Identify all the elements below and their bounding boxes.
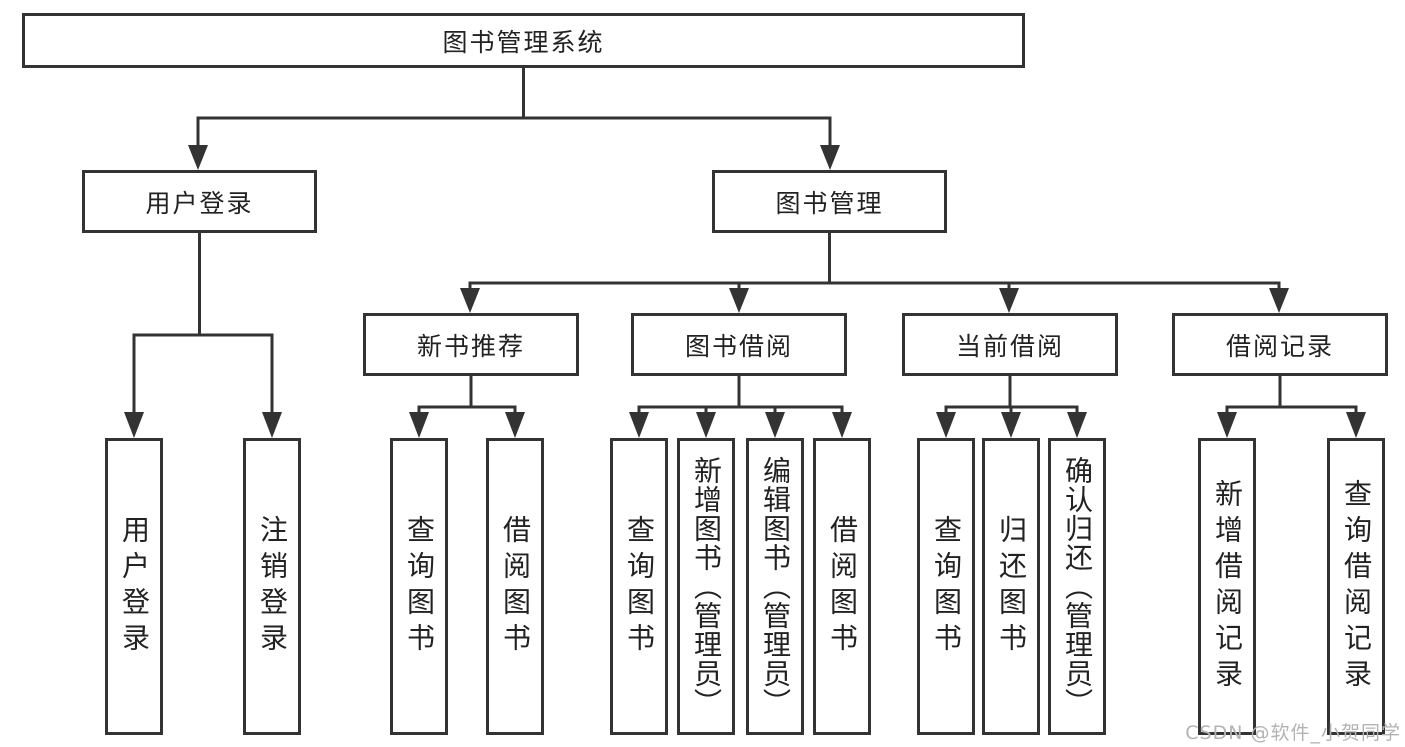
edge-line bbox=[196, 68, 832, 146]
arrowhead-icon bbox=[409, 412, 429, 438]
edge-user-login-to-leaves bbox=[124, 233, 282, 438]
arrowhead-icon bbox=[820, 145, 840, 170]
edge-line bbox=[417, 376, 517, 414]
node-current-borrow: 当前借阅 bbox=[902, 313, 1118, 376]
node-leaf-bb-add-books-admin: 新增图书（管理员） bbox=[677, 438, 735, 735]
node-label: 确认归还（管理员） bbox=[1061, 456, 1094, 717]
arrowhead-icon bbox=[505, 412, 525, 438]
node-label: 当前借阅 bbox=[955, 331, 1064, 361]
node-label: 借阅图书 bbox=[499, 514, 532, 659]
arrowhead-icon bbox=[1269, 288, 1289, 313]
node-leaf-bb-edit-books-admin: 编辑图书（管理员） bbox=[746, 438, 804, 735]
node-leaf-br-add-record: 新增借阅记录 bbox=[1198, 438, 1256, 735]
node-leaf-rec-borrow-books: 借阅图书 bbox=[486, 438, 544, 735]
arrowhead-icon bbox=[1346, 412, 1366, 438]
node-label: 查询图书 bbox=[930, 514, 963, 659]
arrowhead-icon bbox=[124, 412, 144, 438]
node-borrow-records: 借阅记录 bbox=[1172, 313, 1388, 376]
edge-line bbox=[1225, 376, 1358, 414]
arrowhead-icon bbox=[1001, 412, 1021, 438]
node-label: 新书推荐 bbox=[416, 331, 525, 361]
edge-borrow-records-to-leaves bbox=[1217, 376, 1366, 438]
arrowhead-icon bbox=[936, 412, 956, 438]
arrowhead-icon bbox=[765, 412, 785, 438]
node-leaf-cb-query-books: 查询图书 bbox=[917, 438, 975, 735]
edge-current-borrow-to-leaves bbox=[936, 376, 1087, 438]
node-leaf-user-login: 用户登录 bbox=[105, 438, 163, 735]
arrowhead-icon bbox=[629, 412, 649, 438]
node-leaf-br-query-record: 查询借阅记录 bbox=[1327, 438, 1385, 735]
edge-line bbox=[637, 376, 844, 414]
node-label: 新增图书（管理员） bbox=[690, 456, 723, 717]
node-label: 查询图书 bbox=[623, 514, 656, 659]
node-leaf-cb-confirm-return-admin: 确认归还（管理员） bbox=[1048, 438, 1106, 735]
node-label: 归还图书 bbox=[995, 514, 1028, 659]
node-leaf-cb-return-books: 归还图书 bbox=[982, 438, 1040, 735]
edge-root-to-level2 bbox=[188, 68, 840, 170]
arrowhead-icon bbox=[460, 288, 480, 313]
node-book-management-system: 图书管理系统 bbox=[22, 13, 1025, 68]
watermark: CSDN @软件_小贺同学 bbox=[1185, 722, 1401, 744]
edge-book-borrow-to-leaves bbox=[629, 376, 852, 438]
arrowhead-icon bbox=[188, 145, 208, 170]
node-leaf-logout: 注销登录 bbox=[243, 438, 301, 735]
arrowhead-icon bbox=[1217, 412, 1237, 438]
arrowhead-icon bbox=[729, 288, 749, 313]
edge-line bbox=[132, 233, 274, 414]
node-label: 借阅记录 bbox=[1225, 331, 1334, 361]
node-label: 借阅图书 bbox=[826, 514, 859, 659]
node-new-book-recommend: 新书推荐 bbox=[363, 313, 579, 376]
node-label: 编辑图书（管理员） bbox=[759, 456, 792, 717]
node-label: 图书管理系统 bbox=[442, 27, 605, 57]
node-book-management: 图书管理 bbox=[712, 170, 947, 233]
node-book-borrow: 图书借阅 bbox=[631, 313, 847, 376]
edge-book-management-to-sections bbox=[460, 233, 1289, 313]
node-label: 用户登录 bbox=[118, 514, 151, 659]
node-leaf-rec-query-books: 查询图书 bbox=[390, 438, 448, 735]
edge-line bbox=[944, 376, 1079, 414]
edge-line bbox=[468, 233, 1281, 291]
node-label: 新增借阅记录 bbox=[1211, 478, 1244, 695]
node-label: 图书管理 bbox=[775, 188, 884, 218]
node-label: 查询借阅记录 bbox=[1340, 478, 1373, 695]
arrowhead-icon bbox=[832, 412, 852, 438]
node-label: 查询图书 bbox=[403, 514, 436, 659]
node-user-login-group: 用户登录 bbox=[82, 170, 317, 233]
node-leaf-bb-query-books: 查询图书 bbox=[610, 438, 668, 735]
node-leaf-bb-borrow-books: 借阅图书 bbox=[813, 438, 871, 735]
node-label: 用户登录 bbox=[145, 188, 254, 218]
arrowhead-icon bbox=[999, 288, 1019, 313]
edge-new-book-recommend-to-leaves bbox=[409, 376, 525, 438]
arrowhead-icon bbox=[696, 412, 716, 438]
arrowhead-icon bbox=[1067, 412, 1087, 438]
arrowhead-icon bbox=[262, 412, 282, 438]
node-label: 注销登录 bbox=[256, 514, 289, 659]
node-label: 图书借阅 bbox=[684, 331, 793, 361]
